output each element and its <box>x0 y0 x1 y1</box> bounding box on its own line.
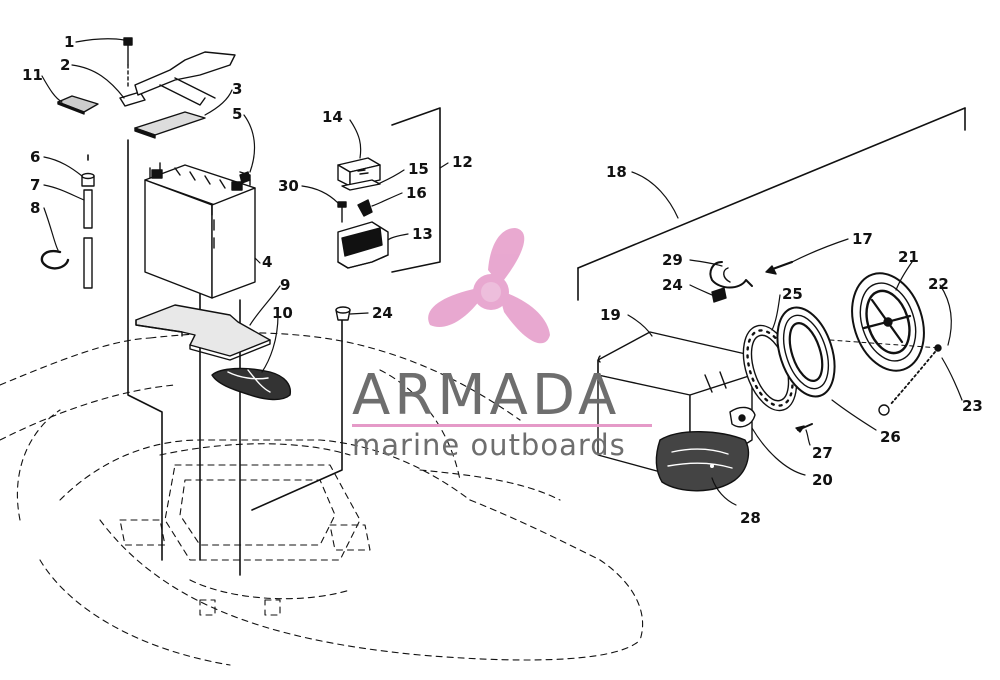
callout-5: 5 <box>232 105 242 123</box>
callout-4: 4 <box>262 253 272 271</box>
callout-11: 11 <box>22 66 43 84</box>
part-26-neck <box>776 306 836 398</box>
part-30-screw <box>337 201 347 223</box>
part-24-grommet <box>335 306 351 321</box>
callout-21: 21 <box>898 248 919 266</box>
callout-22: 22 <box>928 275 949 293</box>
watermark-subtitle: marine outboards <box>352 428 626 462</box>
part-11-pad <box>57 95 99 115</box>
watermark-rule <box>352 424 652 427</box>
part-27-pin <box>795 423 813 433</box>
callout-15: 15 <box>408 160 429 178</box>
propeller-logo-icon <box>428 228 550 344</box>
callout-24-fuse: 24 <box>372 304 393 322</box>
part-21-cap <box>851 272 925 372</box>
part-24-grommet-2 <box>711 287 727 303</box>
part-3-pad <box>134 111 206 139</box>
part-8-clamp <box>40 249 70 270</box>
callout-28: 28 <box>740 509 761 527</box>
callout-16: 16 <box>406 184 427 202</box>
callout-25: 25 <box>782 285 803 303</box>
part-13-fuse-holder <box>337 221 389 269</box>
part-14-fuse <box>337 157 381 187</box>
callout-30: 30 <box>278 177 299 195</box>
part-5-terminal <box>239 171 251 184</box>
part-15-gasket <box>341 179 381 191</box>
part-28-shield <box>655 431 750 492</box>
part-9-mat <box>135 304 271 361</box>
part-1-bolt <box>123 37 133 89</box>
callout-8: 8 <box>30 199 40 217</box>
callout-24-tank: 24 <box>662 276 683 294</box>
leader-lines <box>41 38 963 506</box>
part-16-clip <box>357 199 373 217</box>
part-4-battery <box>144 162 256 299</box>
part-17-bolt <box>765 260 794 275</box>
callout-26: 26 <box>880 428 901 446</box>
callout-29: 29 <box>662 251 683 269</box>
part-2-bracket <box>119 51 236 107</box>
callout-7: 7 <box>30 176 40 194</box>
callout-27: 27 <box>812 444 833 462</box>
watermark-title: ARMADA <box>352 363 620 428</box>
callout-2: 2 <box>60 56 70 74</box>
callout-3: 3 <box>232 80 242 98</box>
callout-23: 23 <box>962 397 983 415</box>
callout-labels: 1 2 11 3 5 6 7 8 4 9 10 14 15 12 16 30 1… <box>22 33 983 527</box>
part-6-cap <box>81 172 95 187</box>
part-7-tube <box>83 189 93 289</box>
chassis-outline <box>0 332 644 666</box>
watermark: ARMADA marine outboards <box>352 228 652 462</box>
part-10-boot <box>211 367 292 401</box>
callout-13: 13 <box>412 225 433 243</box>
callout-19: 19 <box>600 306 621 324</box>
callout-20: 20 <box>812 471 833 489</box>
part-29-clamp <box>709 261 753 289</box>
callout-14: 14 <box>322 108 343 126</box>
callout-12: 12 <box>452 153 473 171</box>
callout-18: 18 <box>606 163 627 181</box>
part-22-tether <box>878 344 942 416</box>
callout-9: 9 <box>280 276 290 294</box>
callout-6: 6 <box>30 148 40 166</box>
callout-10: 10 <box>272 304 293 322</box>
part-20-fitting <box>729 406 756 428</box>
mounting-lines <box>87 107 966 576</box>
callout-17: 17 <box>852 230 873 248</box>
callout-1: 1 <box>64 33 74 51</box>
